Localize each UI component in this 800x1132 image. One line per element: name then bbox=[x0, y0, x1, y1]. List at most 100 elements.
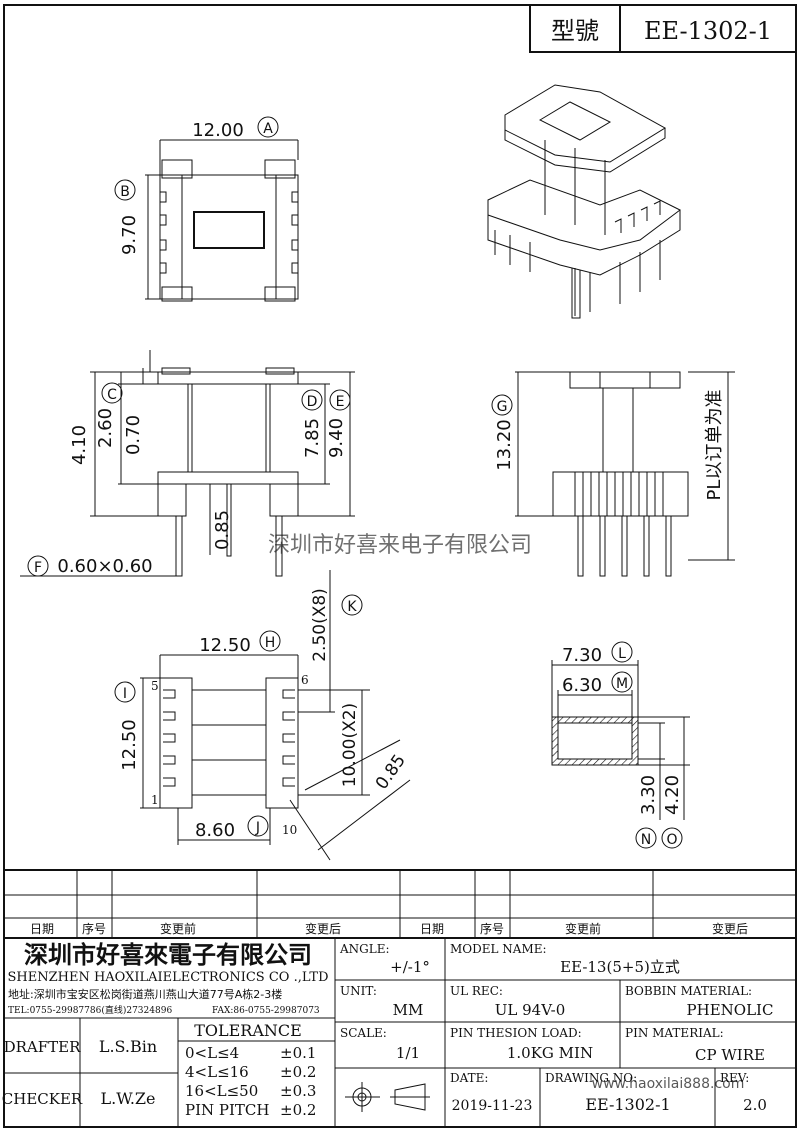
dim-070-value: 0.70 bbox=[123, 415, 144, 455]
dim-I-value: 12.50 bbox=[119, 719, 140, 771]
dim-085-value: 0.85 bbox=[212, 510, 233, 550]
dim-1000-value: 10.00(X2) bbox=[340, 703, 360, 787]
tol-r2-range: 4<L≤16 bbox=[185, 1063, 249, 1081]
drawing-value: EE-1302-1 bbox=[585, 1095, 670, 1114]
drafter-value: L.S.Bin bbox=[99, 1037, 157, 1056]
dim-E-value: 9.40 bbox=[326, 418, 347, 458]
drawing-label: DRAWING NO: bbox=[545, 1071, 637, 1085]
dim-M-value: 6.30 bbox=[562, 675, 602, 696]
dim-H-marker: H bbox=[265, 635, 276, 651]
model-value: EE-1302-1 bbox=[644, 17, 772, 45]
date-value: 2019-11-23 bbox=[452, 1098, 533, 1114]
company-tel: TEL:0755-29987786(直线)27324896 bbox=[8, 1004, 172, 1016]
rev-h7: 变更前 bbox=[565, 921, 601, 936]
dim-C-value: 2.60 bbox=[95, 408, 116, 448]
model-header: 型號 EE-1302-1 bbox=[529, 4, 797, 53]
angle-label: ANGLE: bbox=[339, 942, 390, 956]
projection-symbol-icon bbox=[345, 1082, 430, 1112]
dim-N-marker: N bbox=[641, 832, 651, 848]
tol-r3-range: 16<L≤50 bbox=[185, 1082, 258, 1100]
company-name-en: SHENZHEN HAOXILAIELECTRONICS CO .,LTD bbox=[7, 970, 328, 985]
ul-label: UL REC: bbox=[450, 984, 503, 998]
dim-J-value: 8.60 bbox=[195, 820, 235, 841]
dim-I-marker: I bbox=[123, 686, 127, 702]
dim-F-marker: F bbox=[34, 560, 42, 576]
dim-A-marker: A bbox=[263, 121, 273, 137]
rev-h8: 变更后 bbox=[712, 921, 748, 936]
dim-L-marker: L bbox=[618, 646, 626, 662]
front-view: 4.10 2.60 0.70 C 7.85 9.40 D E 0.85 F 0.… bbox=[20, 350, 355, 577]
dim-B-marker: B bbox=[120, 184, 130, 200]
pin-material-label: PIN MATERIAL: bbox=[625, 1026, 724, 1040]
rev-label: REV: bbox=[720, 1071, 749, 1085]
dim-N-value: 3.30 bbox=[638, 775, 659, 815]
top-view: 12.00 A 9.70 B bbox=[114, 116, 299, 302]
tol-r4-val: ±0.2 bbox=[280, 1101, 316, 1119]
unit-label: UNIT: bbox=[340, 984, 377, 998]
dim-K-marker: K bbox=[347, 599, 357, 615]
scale-value: 1/1 bbox=[396, 1044, 420, 1062]
dim-E-marker: E bbox=[336, 394, 345, 410]
dim-L-value: 7.30 bbox=[562, 645, 602, 666]
tol-r1-range: 0<L≤4 bbox=[185, 1044, 239, 1062]
sheet-border bbox=[3, 4, 797, 1128]
rev-h5: 日期 bbox=[420, 922, 444, 936]
dim-D-value: 7.85 bbox=[302, 418, 323, 458]
bobbin-label: BOBBIN MATERIAL: bbox=[625, 984, 752, 998]
title-block: 深圳市好喜來電子有限公司 SHENZHEN HAOXILAIELECTRONIC… bbox=[2, 938, 796, 1127]
tol-r2-val: ±0.2 bbox=[280, 1063, 316, 1081]
scale-label: SCALE: bbox=[340, 1026, 387, 1040]
model-name-value: EE-13(5+5)立式 bbox=[560, 958, 680, 976]
rev-h3: 变更前 bbox=[160, 921, 196, 936]
rev-value: 2.0 bbox=[743, 1096, 767, 1114]
dim-O-value: 4.20 bbox=[662, 775, 683, 815]
date-label: DATE: bbox=[450, 1071, 488, 1085]
pin-tension-value: 1.0KG MIN bbox=[507, 1044, 593, 1062]
watermark-text: 深圳市好喜来电子有限公司 bbox=[268, 533, 532, 558]
bobbin-value: PHENOLIC bbox=[687, 1001, 774, 1019]
checker-value: L.W.Ze bbox=[100, 1089, 155, 1108]
dim-F-value: 0.60×0.60 bbox=[57, 556, 152, 577]
pin-material-value: CP WIRE bbox=[695, 1046, 765, 1064]
dim-H-value: 12.50 bbox=[199, 635, 251, 656]
drafter-label: DRAFTER bbox=[4, 1038, 82, 1056]
pin-1: 1 bbox=[151, 793, 159, 807]
dim-D-marker: D bbox=[307, 394, 318, 410]
isometric-view bbox=[487, 84, 681, 319]
company-name-cn: 深圳市好喜來電子有限公司 bbox=[24, 941, 312, 969]
checker-label: CHECKER bbox=[2, 1090, 83, 1108]
tolerance-title: TOLERANCE bbox=[194, 1021, 302, 1040]
dim-410-value: 4.10 bbox=[69, 425, 90, 465]
dim-A-value: 12.00 bbox=[192, 120, 244, 141]
company-fax: FAX:86-0755-29987073 bbox=[212, 1006, 320, 1016]
unit-value: MM bbox=[393, 1001, 424, 1019]
revision-table: 日期 序号 变更前 变更后 日期 序号 变更前 变更后 bbox=[4, 869, 796, 939]
dim-B-value: 9.70 bbox=[119, 215, 140, 255]
dim-G-value: 13.20 bbox=[494, 419, 515, 471]
tol-r3-val: ±0.3 bbox=[280, 1082, 316, 1100]
rev-h2: 序号 bbox=[82, 921, 106, 936]
tol-r4-range: PIN PITCH bbox=[185, 1101, 270, 1119]
rev-h1: 日期 bbox=[30, 922, 54, 936]
section-view: 7.30 L 6.30 M 3.30 4.20 N O bbox=[551, 641, 690, 849]
rev-h6: 序号 bbox=[480, 921, 504, 936]
dim-C-marker: C bbox=[107, 387, 117, 403]
rev-h4: 变更后 bbox=[305, 921, 341, 936]
model-name-label: MODEL NAME: bbox=[450, 942, 547, 956]
side-view: 13.20 G PL以订单为准 bbox=[491, 371, 735, 577]
dim-J-marker: J bbox=[255, 820, 260, 836]
dim-O-marker: O bbox=[666, 832, 677, 848]
dim-G-marker: G bbox=[497, 399, 508, 415]
pin-5: 5 bbox=[151, 679, 159, 693]
dim-M-marker: M bbox=[616, 676, 628, 692]
pin-tension-label: PIN THESION LOAD: bbox=[450, 1026, 582, 1040]
model-label: 型號 bbox=[551, 17, 599, 45]
dim-085b-value: 0.85 bbox=[372, 751, 410, 793]
tol-r1-val: ±0.1 bbox=[280, 1044, 316, 1062]
pin-6: 6 bbox=[301, 673, 309, 687]
ul-value: UL 94V-0 bbox=[495, 1001, 566, 1019]
pin-10: 10 bbox=[282, 823, 297, 837]
company-address: 地址:深圳市宝安区松岗街道燕川燕山大道77号A栋2-3楼 bbox=[8, 987, 282, 1001]
bottom-view: 5 1 6 10 12.50 H 12.50 I 8.60 J 2.50(X8)… bbox=[114, 570, 411, 861]
